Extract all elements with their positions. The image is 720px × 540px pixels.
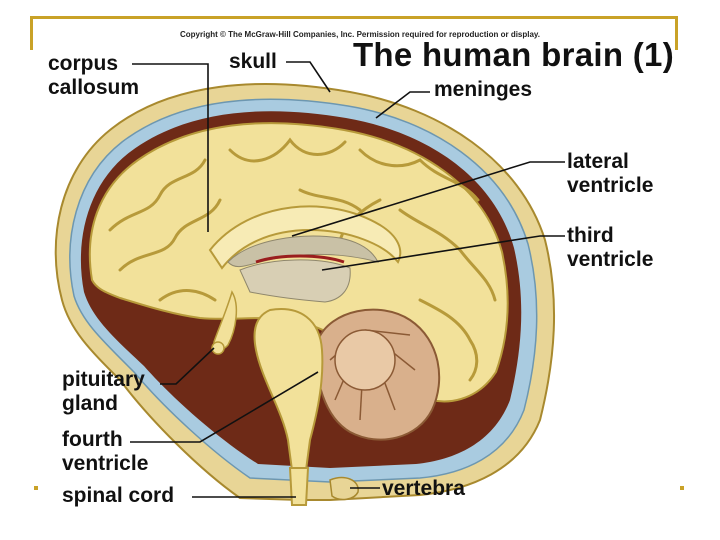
- label-corpus-callosum-line1: corpus: [48, 52, 119, 75]
- label-vertebra: vertebra: [382, 477, 465, 500]
- slide-frame-left: [30, 16, 33, 50]
- corpus-callosum: [208, 205, 402, 270]
- leader-lateral-ventricle: [291, 161, 565, 237]
- label-pituitary-gland-line2: gland: [62, 392, 118, 415]
- label-third-ventricle-line1: third: [567, 224, 614, 247]
- label-pituitary-gland-line1: pituitary: [62, 368, 145, 391]
- label-pituitary-gland: pituitary gland: [62, 368, 145, 416]
- slide-frame-right: [675, 16, 678, 50]
- slide-frame-tick-left: [34, 486, 38, 490]
- leader-pituitary: [160, 347, 215, 385]
- leader-meninges: [375, 91, 430, 119]
- copyright-notice: Copyright © The McGraw-Hill Companies, I…: [179, 30, 541, 39]
- label-fourth-ventricle: fourth ventricle: [62, 428, 148, 476]
- label-lateral-ventricle-line1: lateral: [567, 150, 629, 173]
- label-lateral-ventricle-line2: ventricle: [567, 174, 654, 197]
- slide-frame-tick-right: [680, 486, 684, 490]
- third-ventricle: [255, 254, 345, 264]
- pituitary-bulb: [211, 341, 225, 355]
- label-corpus-callosum-line2: callosum: [48, 76, 140, 99]
- slide-title: The human brain (1): [352, 36, 674, 73]
- spinal-cord-shape: [288, 467, 310, 506]
- leader-fourth-ventricle: [130, 371, 319, 443]
- label-spinal-cord: spinal cord: [62, 484, 175, 507]
- label-fourth-ventricle-line1: fourth: [62, 428, 123, 451]
- leader-skull: [286, 61, 331, 93]
- vertebra-bone: [329, 476, 359, 501]
- label-fourth-ventricle-line2: ventricle: [62, 452, 149, 475]
- leader-third-ventricle: [321, 235, 565, 271]
- label-lateral-ventricle: lateral ventricle: [567, 150, 653, 198]
- label-skull: skull: [229, 50, 277, 73]
- leader-lines: [130, 61, 565, 498]
- label-corpus-callosum: corpus callosum: [48, 52, 139, 100]
- leader-corpus-callosum: [132, 63, 209, 232]
- slide-frame-top: [30, 16, 678, 19]
- label-third-ventricle: third ventricle: [567, 224, 653, 272]
- label-meninges: meninges: [434, 78, 533, 101]
- label-third-ventricle-line2: ventricle: [567, 248, 654, 271]
- cerebellum-core: [334, 329, 396, 391]
